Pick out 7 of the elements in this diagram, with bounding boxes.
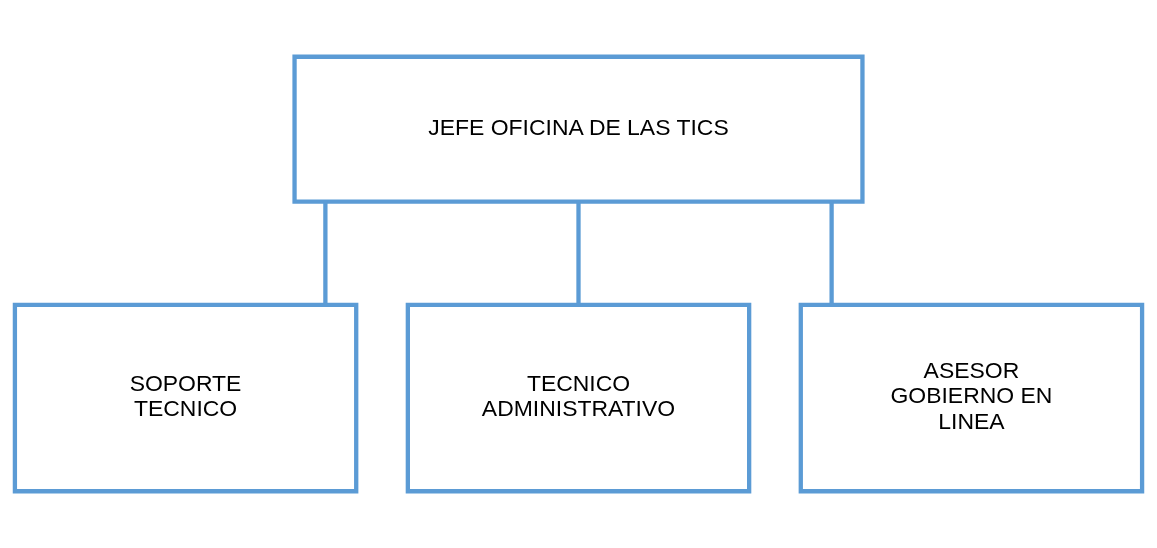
node-box: JEFE OFICINA DE LAS TICS: [292, 54, 865, 204]
connector: [323, 201, 328, 305]
node-box: SOPORTE TECNICO: [12, 302, 359, 494]
connector: [576, 201, 581, 305]
node-box: ASESOR GOBIERNO EN LINEA: [798, 302, 1145, 494]
connector: [829, 201, 834, 305]
node-box: TECNICO ADMINISTRATIVO: [405, 302, 752, 494]
